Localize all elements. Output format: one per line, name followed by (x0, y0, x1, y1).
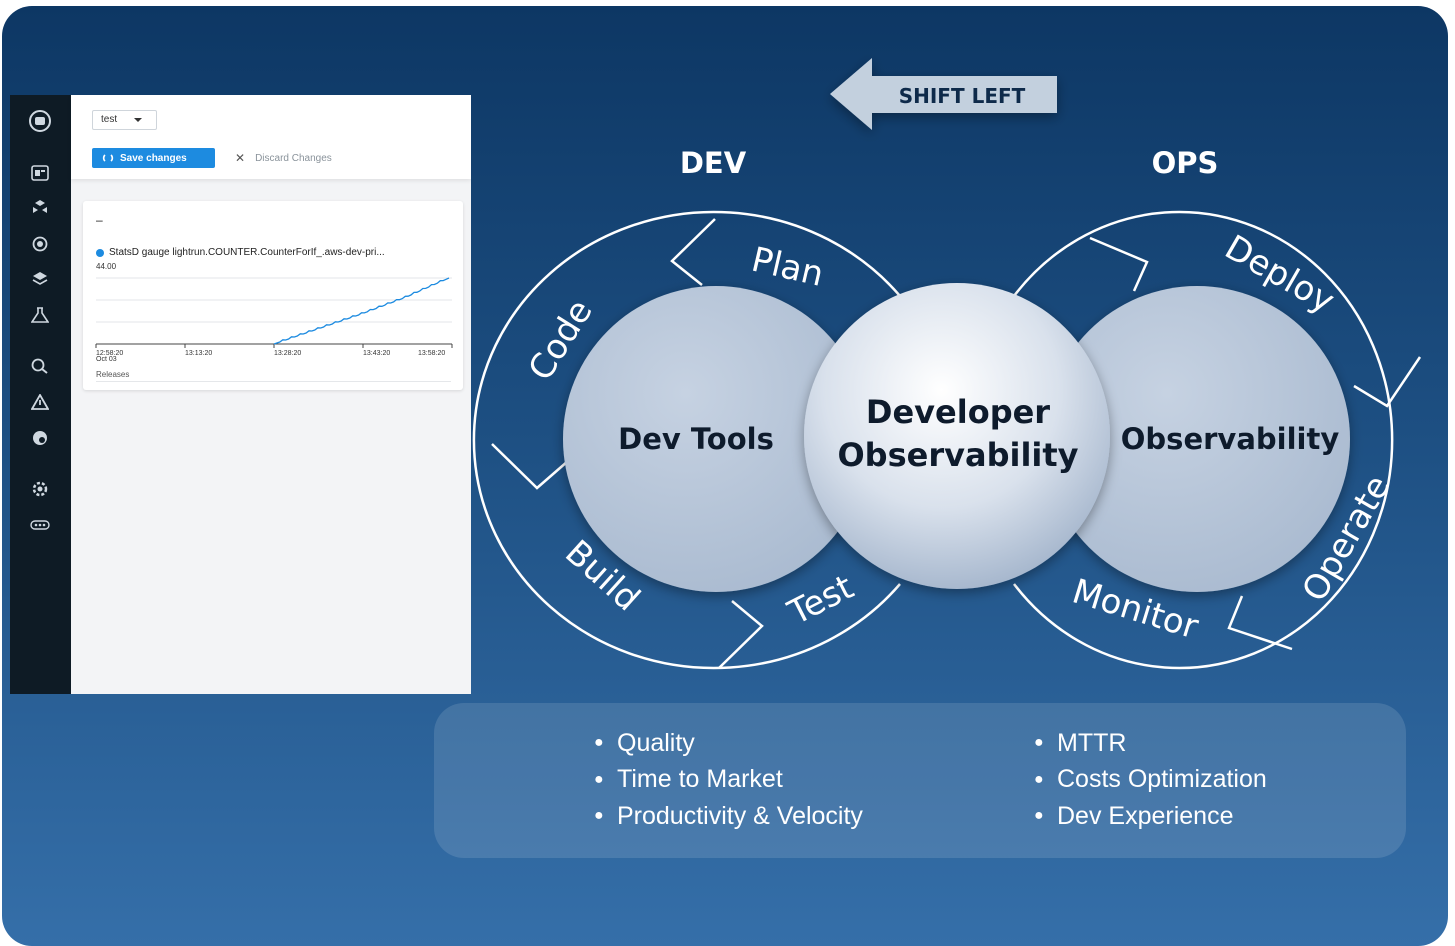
benefit-label: Time to Market (617, 765, 783, 794)
app-main: test Save changes ✕ Discard Changes – St… (71, 95, 471, 694)
environment-select[interactable]: test (92, 110, 157, 130)
save-changes-label: Save changes (120, 152, 187, 164)
y-max-label: 44.00 (96, 262, 117, 271)
benefit-label: Productivity & Velocity (617, 801, 863, 830)
widget-title: – (96, 213, 103, 227)
ops-heading: OPS (1152, 146, 1219, 180)
dashboard-icon[interactable] (25, 161, 55, 185)
legend-dot (96, 248, 104, 257)
list-item: ● Dev Experience (1020, 798, 1267, 835)
benefits-panel: ● Quality ● Time to Market ● Productivity &… (434, 703, 1406, 858)
x-tick-label: 13:28:20 (274, 350, 301, 357)
x-date-label: Oct 03 (96, 356, 117, 363)
series-line (273, 277, 450, 345)
ops-circle (1044, 286, 1350, 592)
snapshot-icon[interactable] (25, 232, 55, 256)
list-item: ● MTTR (1020, 725, 1267, 762)
legend-label: StatsD gauge lightrun.COUNTER.CounterFor… (109, 247, 385, 258)
segment-divider (670, 218, 716, 286)
list-item: ● Productivity & Velocity (580, 798, 863, 835)
chevron-down-icon (134, 118, 142, 122)
list-item: ● Time to Market (580, 762, 863, 799)
ops-loop-outline (1013, 210, 1394, 670)
segment-divider (1353, 356, 1422, 408)
chart-legend[interactable]: StatsD gauge lightrun.COUNTER.CounterFor… (96, 247, 385, 258)
palette-icon[interactable] (25, 426, 55, 450)
devops-diagram: SHIFT LEFT DEV OPS Dev Tools Observabili… (472, 58, 1422, 670)
dev-circle (563, 286, 869, 592)
x-tick-label: 13:43:20 (363, 350, 390, 357)
metric-line-chart: 12:58:20 13:13:20 13:28:20 13:43:20 13:58:20… (95, 277, 453, 363)
center-label-line2: Observability (837, 436, 1078, 474)
bullet: ● (594, 807, 604, 825)
layers-icon[interactable] (25, 267, 55, 291)
app-sidebar (10, 95, 71, 694)
refresh-icon (102, 154, 114, 162)
dev-loop-outline (472, 210, 901, 670)
logo-icon[interactable] (25, 109, 55, 133)
bullet: ● (1034, 770, 1044, 788)
shift-left-arrow (830, 58, 1057, 130)
releases-label: Releases (96, 370, 130, 379)
benefit-label: Costs Optimization (1057, 765, 1267, 794)
ops-benefits-list: ● MTTR ● Costs Optimization ● Dev Experienc… (1020, 725, 1267, 835)
dev-heading: DEV (680, 146, 747, 180)
app-screenshot: test Save changes ✕ Discard Changes – St… (10, 95, 471, 694)
segment-divider (1227, 595, 1293, 651)
segment-divider (491, 443, 569, 490)
benefit-label: Quality (617, 728, 695, 757)
bullet: ● (594, 770, 604, 788)
benefit-label: Dev Experience (1057, 801, 1234, 830)
x-tick-label: 13:13:20 (185, 350, 212, 357)
discard-changes-label: Discard Changes (255, 152, 332, 164)
benefit-label: MTTR (1057, 728, 1127, 757)
dev-tools-label: Dev Tools (618, 422, 774, 456)
more-icon[interactable] (25, 513, 55, 537)
center-label-line1: Developer (866, 393, 1050, 431)
stage-plan: Plan (748, 240, 827, 295)
segment-divider (718, 600, 764, 669)
app-toolbar: test Save changes ✕ Discard Changes (71, 95, 471, 179)
segment-divider (1089, 236, 1149, 292)
main-card: test Save changes ✕ Discard Changes – St… (2, 6, 1448, 946)
save-changes-button[interactable]: Save changes (92, 148, 215, 168)
search-icon[interactable] (25, 354, 55, 378)
x-tick-label: 12:58:20 (96, 350, 123, 357)
list-item: ● Quality (580, 725, 863, 762)
list-item: ● Costs Optimization (1020, 762, 1267, 799)
bullet: ● (594, 734, 604, 752)
observability-label: Observability (1121, 422, 1340, 456)
stage-test: Test (781, 567, 860, 633)
alert-icon[interactable] (25, 390, 55, 414)
dev-benefits-list: ● Quality ● Time to Market ● Productivity &… (580, 725, 863, 835)
x-tick-label: 13:58:20 (418, 350, 445, 357)
metric-widget: – StatsD gauge lightrun.COUNTER.CounterF… (83, 201, 463, 390)
environment-select-value: test (101, 114, 118, 125)
center-circle (804, 283, 1110, 589)
settings-icon[interactable] (25, 477, 55, 501)
bullet: ● (1034, 807, 1044, 825)
lab-icon[interactable] (25, 303, 55, 327)
shift-left-label: SHIFT LEFT (899, 84, 1026, 108)
close-icon: ✕ (235, 151, 246, 165)
agents-icon[interactable] (25, 195, 55, 219)
bullet: ● (1034, 734, 1044, 752)
releases-divider (96, 381, 451, 382)
discard-changes-button[interactable]: ✕ Discard Changes (235, 151, 332, 165)
